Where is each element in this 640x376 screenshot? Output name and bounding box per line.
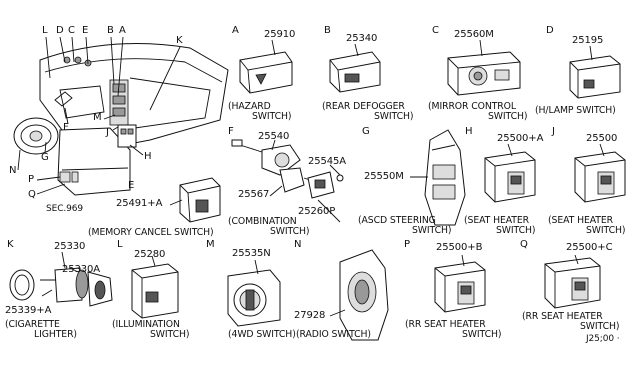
group-j-caption-2: SWITCH) [586, 225, 626, 236]
group-n-part: 27928 [294, 310, 326, 321]
group-a-caption-1: (HAZARD [228, 101, 271, 112]
group-m-part: 25535N [232, 248, 271, 259]
group-g-caption-2: SWITCH) [412, 225, 452, 236]
group-h-part: 25500+A [497, 133, 544, 144]
dash-letter-k: K [176, 35, 183, 46]
dash-letter-q: Q [28, 189, 36, 200]
group-p-caption-1: (RR SEAT HEATER [405, 319, 486, 330]
group-k-caption-1: (CIGARETTE [5, 319, 60, 330]
group-l-caption-1: (ILLUMINATION [112, 319, 180, 330]
group-j-letter: J [552, 126, 555, 137]
dashboard-illustration [13, 36, 229, 196]
group-f-part-1: 25540 [258, 131, 290, 142]
dash-letter-h: H [144, 151, 152, 162]
mirror-control-switch-illustration [447, 39, 521, 96]
4wd-switch-illustration [227, 259, 281, 327]
group-p-caption-2: SWITCH) [462, 329, 502, 340]
combination-switch-illustration [231, 139, 344, 223]
group-k-letter: K [7, 239, 14, 250]
dash-letter-b: B [107, 25, 114, 36]
group-g-part: 25550M [364, 171, 404, 182]
group-k-part-1: 25330 [54, 241, 86, 252]
group-q-letter: Q [520, 239, 528, 250]
dash-letter-l: L [42, 25, 48, 36]
group-q-caption-2: SWITCH) [580, 321, 620, 332]
group-f-part-2: 25545A [308, 156, 347, 167]
dash-letter-e: E [82, 25, 89, 36]
group-a-part: 25910 [264, 29, 296, 40]
group-l-part: 25280 [134, 249, 166, 260]
group-b-part: 25340 [346, 33, 378, 44]
group-q-caption-1: (RR SEAT HEATER [522, 311, 603, 322]
group-d-part: 25195 [572, 35, 604, 46]
group-a-letter: A [232, 25, 239, 36]
group-l-caption-2: SWITCH) [150, 329, 190, 340]
illumination-switch-illustration [131, 255, 179, 319]
ascd-steering-switch-illustration [410, 129, 466, 226]
group-b-letter: B [324, 25, 331, 36]
dash-letter-p: P [28, 174, 34, 185]
section-reference: SEC.969 [46, 204, 84, 214]
group-m-caption-1: (4WD SWITCH) [228, 329, 296, 340]
group-j-caption-1: (SEAT HEATER [548, 215, 613, 226]
footer-code: J25;00 · [586, 334, 620, 344]
radio-switch-illustration [329, 249, 389, 341]
group-j-part: 25500 [586, 133, 618, 144]
group-p-part: 25500+B [436, 242, 483, 253]
group-p-letter: P [404, 239, 410, 250]
group-f-caption-1: (COMBINATION [228, 216, 297, 227]
group-l-letter: L [117, 239, 123, 250]
group-h-letter: H [465, 126, 473, 137]
group-d-letter: D [546, 25, 554, 36]
group-a-caption-2: SWITCH) [252, 111, 292, 122]
rr-seat-heater-switch-q-illustration [544, 254, 601, 309]
dash-letter-f: F [63, 122, 69, 133]
group-e-letter: E [128, 180, 135, 191]
group-g-letter: G [362, 126, 370, 137]
dash-letter-g: G [41, 152, 49, 163]
dash-letter-m: M [93, 112, 102, 123]
group-b-caption-2: SWITCH) [374, 111, 414, 122]
group-c-part: 25560M [454, 29, 494, 40]
group-g-caption-1: (ASCD STEERING [358, 215, 436, 226]
dash-letter-n: N [9, 165, 17, 176]
hazard-switch-illustration [239, 39, 293, 94]
group-c-caption-2: SWITCH) [488, 111, 528, 122]
group-e-part: 25491+A [116, 198, 163, 209]
group-f-caption-2: SWITCH) [270, 226, 310, 237]
memory-cancel-switch-illustration [169, 177, 221, 223]
group-k-caption-2: LIGHTER) [34, 329, 77, 340]
headlamp-switch-illustration [569, 45, 621, 99]
group-n-letter: N [294, 239, 302, 250]
cigarette-lighter-illustration [9, 251, 113, 307]
dash-letter-d: D [56, 25, 64, 36]
group-f-part-3: 25567 [238, 189, 270, 200]
group-b-caption-1: (REAR DEFOGGER [322, 101, 405, 112]
group-k-part-3: 25339+A [5, 305, 52, 316]
group-e-caption-1: (MEMORY CANCEL SWITCH) [88, 227, 214, 238]
seat-heater-switch-j-illustration [574, 143, 626, 203]
group-c-letter: C [432, 25, 439, 36]
group-k-part-2: 25330A [62, 264, 101, 275]
group-q-part: 25500+C [566, 242, 613, 253]
group-m-letter: M [206, 239, 215, 250]
group-n-caption-1: (RADIO SWITCH) [296, 329, 371, 340]
group-f-letter: F [228, 126, 234, 137]
rr-seat-heater-switch-p-illustration [434, 254, 486, 313]
group-h-caption-1: (SEAT HEATER [464, 215, 529, 226]
dash-letter-j: J [106, 127, 109, 138]
rear-defogger-switch-illustration [329, 43, 381, 93]
group-h-caption-2: SWITCH) [496, 225, 536, 236]
dash-letter-c: C [68, 25, 75, 36]
group-f-part-4: 25260P [298, 206, 336, 217]
group-c-caption-1: (MIRROR CONTROL [428, 101, 516, 112]
seat-heater-switch-h-illustration [484, 143, 536, 203]
group-d-caption-1: (H/LAMP SWITCH) [535, 105, 616, 116]
dash-letter-a: A [119, 25, 126, 36]
